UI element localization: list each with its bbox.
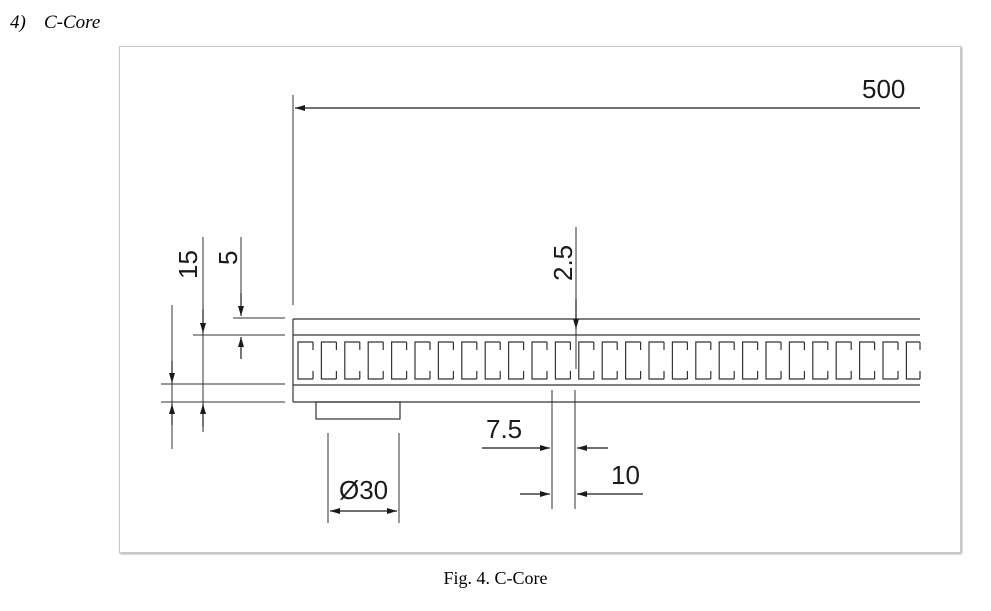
dim-label-cell-width: 10 xyxy=(611,460,640,490)
core-cell xyxy=(718,341,735,380)
core-cell xyxy=(648,341,665,380)
dim-label-diameter: Ø30 xyxy=(339,475,388,505)
core-panel xyxy=(292,318,921,420)
core-cell xyxy=(905,341,921,380)
core-cell xyxy=(391,341,408,380)
drawing-frame: 500 15 5 2.5 7.5 10 Ø30 xyxy=(119,46,961,553)
core-cell xyxy=(859,341,876,380)
core-cell xyxy=(367,341,384,380)
dim-label-sheet-thickness: 2.5 xyxy=(548,245,578,281)
core-cell xyxy=(414,341,431,380)
core-cell xyxy=(625,341,642,380)
section-title: C-Core xyxy=(44,12,101,33)
core-cell xyxy=(484,341,501,380)
figure-caption: Fig. 4. C-Core xyxy=(443,568,548,588)
core-cell xyxy=(695,341,712,380)
c-core-drawing: 500 15 5 2.5 7.5 10 Ø30 xyxy=(161,74,921,523)
core-cell xyxy=(742,341,759,380)
section-number: 4) xyxy=(10,12,26,33)
dim-label-length: 500 xyxy=(862,74,905,104)
core-cell xyxy=(578,341,595,380)
core-cell xyxy=(765,341,782,380)
core-cell xyxy=(531,341,548,380)
core-cell xyxy=(344,341,361,380)
core-cells xyxy=(297,341,921,380)
dim-label-web-height: 5 xyxy=(213,251,243,265)
core-cell xyxy=(671,341,688,380)
insert-boss xyxy=(315,401,401,420)
dim-label-gap-width: 7.5 xyxy=(486,414,522,444)
core-cell xyxy=(601,341,618,380)
core-cell xyxy=(508,341,525,380)
dimension-lines xyxy=(169,105,920,514)
core-cell xyxy=(788,341,805,380)
core-cell xyxy=(835,341,852,380)
core-cell xyxy=(812,341,829,380)
core-cell xyxy=(882,341,899,380)
core-cell xyxy=(297,341,314,380)
core-cell xyxy=(437,341,454,380)
dim-label-flange-height: 15 xyxy=(173,250,203,279)
core-cell xyxy=(554,341,571,380)
core-cell xyxy=(461,341,478,380)
section-heading: 4) C-Core xyxy=(10,12,100,34)
core-cell xyxy=(320,341,337,380)
extension-lines xyxy=(161,95,577,523)
